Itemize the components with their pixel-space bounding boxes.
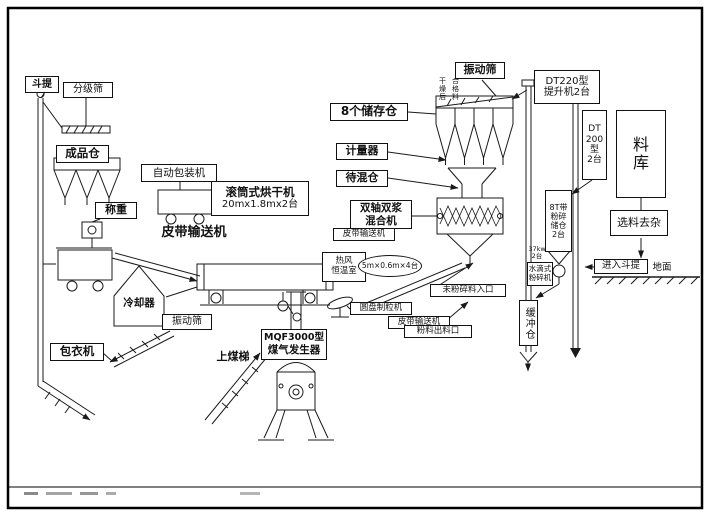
left-screen-chute bbox=[102, 330, 175, 368]
label-powder-outlet: 粉料出料口 bbox=[404, 325, 472, 338]
label-ground: 地面 bbox=[652, 262, 672, 274]
title-block-marks bbox=[24, 492, 260, 495]
crusher-line2: 粉碎机 bbox=[528, 273, 552, 282]
disc-granulator-shape bbox=[327, 296, 353, 318]
mixer-shape bbox=[412, 197, 504, 264]
drawing-frame bbox=[6, 6, 704, 510]
label-auto-packer: 自动包装机 bbox=[141, 164, 217, 182]
gas-generator-shape bbox=[258, 291, 334, 441]
crusher-power-line2: 2台 bbox=[531, 252, 543, 260]
auto-packer-shape bbox=[157, 182, 213, 225]
label-buffer-bin: 缓冲仓 bbox=[519, 300, 538, 346]
bin8t-line2: 粉碎 bbox=[550, 211, 567, 221]
weighing-cart-shape bbox=[43, 218, 113, 292]
label-sorting: 选料去杂 bbox=[610, 210, 668, 236]
label-premix-bin: 待混仓 bbox=[336, 170, 388, 187]
bin8t-line1: 8T带 bbox=[549, 202, 568, 212]
bin8t-line3: 储仓 bbox=[550, 221, 567, 230]
crusher-line1: 水滴式 bbox=[528, 264, 552, 274]
left-bucket-elevator bbox=[36, 90, 96, 421]
label-disc-granulator: 圆盘制粒机 bbox=[350, 302, 412, 315]
crusher-shape bbox=[535, 179, 593, 299]
mixer-line1: 双轴双浆 bbox=[360, 202, 402, 215]
label-warehouse: 料 库 bbox=[616, 110, 666, 198]
label-dt200-elevator: DT 200 型 2台 bbox=[582, 110, 607, 180]
label-silo-note1: 干燥后 bbox=[438, 77, 447, 101]
drum-dryer-shape bbox=[196, 263, 334, 306]
label-product-silo: 成品仓 bbox=[56, 145, 109, 163]
label-gas-generator: MQF3000型 煤气发生器 bbox=[261, 329, 327, 360]
grading-screen-shape bbox=[42, 98, 111, 134]
dt220-line2: 提升机2台 bbox=[543, 87, 591, 98]
product-silo-shape bbox=[53, 157, 121, 205]
label-crusher-power: 37kw 2台 bbox=[524, 244, 550, 262]
left-conveyor-shape bbox=[111, 252, 201, 282]
label-meter: 计量器 bbox=[336, 143, 388, 160]
label-vibrating-screen-left: 振动筛 bbox=[162, 314, 212, 330]
storage-silo-bank bbox=[387, 79, 514, 198]
label-belt-conveyor-left: 皮带输送机 bbox=[161, 224, 227, 240]
label-8t-bin: 8T带 粉碎 储仓 2台 bbox=[545, 190, 572, 252]
label-uncrushed-inlet: 未粉碎料入口 bbox=[430, 284, 506, 297]
elevator-b-shape bbox=[570, 104, 581, 358]
label-belt-conveyor-mid: 皮带输送机 bbox=[333, 228, 395, 241]
label-bucket-elevator: 斗提 bbox=[25, 76, 59, 93]
label-silo-note2: 合格料 bbox=[451, 77, 460, 101]
label-enter-elevator: 进入斗提 bbox=[594, 259, 648, 274]
label-vibrating-screen-top: 振动筛 bbox=[455, 62, 505, 79]
crusher-power-line1: 37kw bbox=[528, 244, 546, 253]
coal-ladder-shape bbox=[204, 352, 268, 425]
dt200-line1: DT bbox=[588, 124, 601, 135]
cooler-shape bbox=[113, 265, 198, 327]
label-drum-dryer: 滚筒式烘干机 20mx1.8mx2台 bbox=[211, 181, 309, 216]
label-storage-silos: 8个储存仓 bbox=[330, 103, 408, 121]
label-coating-machine: 包衣机 bbox=[50, 343, 104, 361]
gas-generator-line2: 煤气发生器 bbox=[267, 343, 321, 356]
label-cooler: 冷却器 bbox=[123, 296, 155, 309]
bin8t-line4: 2台 bbox=[551, 230, 566, 240]
label-mixer: 双轴双浆 混合机 bbox=[350, 200, 412, 229]
dt220-line1: DT220型 bbox=[545, 75, 589, 87]
hot-air-line1: 热风 bbox=[335, 256, 353, 267]
drum-dryer-name: 滚筒式烘干机 bbox=[225, 185, 295, 200]
label-crusher: 水滴式 粉碎机 bbox=[527, 262, 553, 286]
mixer-line2: 混合机 bbox=[365, 214, 397, 227]
dt200-line3: 型 bbox=[589, 145, 599, 155]
dt200-line2: 200 bbox=[585, 134, 604, 145]
ground-line bbox=[592, 276, 700, 285]
dt200-line4: 2台 bbox=[587, 155, 602, 166]
warehouse-line1: 料 bbox=[632, 134, 649, 154]
label-weighing: 称重 bbox=[95, 202, 137, 219]
label-dt220-elevator: DT220型 提升机2台 bbox=[534, 70, 600, 104]
warehouse-line2: 库 bbox=[632, 153, 649, 172]
gas-generator-line1: MQF3000型 bbox=[264, 332, 324, 343]
drum-dryer-spec: 20mx1.8mx2台 bbox=[221, 199, 299, 211]
label-conveyor-spec: 5m×0.6m×4台 bbox=[358, 255, 422, 277]
label-grading-screen: 分级筛 bbox=[63, 82, 113, 98]
label-coal-ladder: 上煤梯 bbox=[216, 349, 250, 363]
hot-air-line2: 恒温室 bbox=[331, 266, 357, 276]
